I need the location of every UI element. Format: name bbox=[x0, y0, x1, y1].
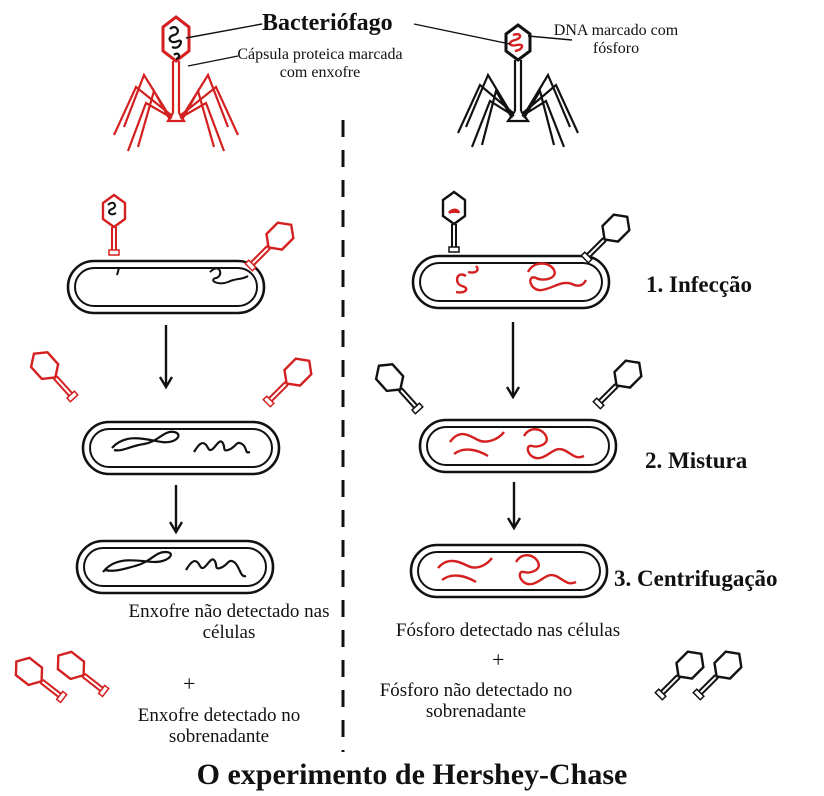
phage-protein-labeled-top bbox=[114, 17, 238, 151]
cell-infection-left bbox=[68, 261, 264, 313]
plus-right: + bbox=[492, 648, 504, 673]
phage-attached-right bbox=[443, 192, 465, 252]
diagram-title: O experimento de Hershey-Chase bbox=[0, 758, 824, 792]
step-infection-label: 1. Infecção bbox=[646, 272, 752, 298]
phage-label-pointer-left bbox=[186, 24, 262, 38]
cell-mixing-right bbox=[420, 420, 616, 472]
step-centrifugation-label: 3. Centrifugação bbox=[614, 566, 778, 592]
phage-free-left-2 bbox=[259, 353, 317, 411]
phage-free-left-1 bbox=[26, 346, 82, 405]
phage-free-right-1 bbox=[371, 358, 427, 417]
phage-label-pointer-right bbox=[414, 24, 510, 44]
plus-left: + bbox=[183, 672, 195, 697]
phage-attached-tilted-left bbox=[241, 217, 299, 275]
phage-label: Bacteriófago bbox=[262, 10, 393, 37]
phage-free-right-2 bbox=[589, 355, 647, 413]
result-right-cells: Fósforo detectado nas células bbox=[348, 620, 668, 641]
step-mixing-label: 2. Mistura bbox=[645, 448, 747, 474]
cell-infection-right bbox=[413, 256, 609, 308]
dna-label: DNA marcado com fósforo bbox=[536, 22, 696, 58]
result-left-cells: Enxofre não detectado nas células bbox=[106, 601, 352, 644]
result-left-supernatant: Enxofre detectado no sobrenadante bbox=[106, 705, 332, 748]
capsule-label: Cápsula proteica marcada com enxofre bbox=[230, 46, 410, 82]
result-right-supernatant: Fósforo não detectado no sobrenadante bbox=[352, 680, 600, 723]
phage-attached-tilted-right bbox=[577, 209, 635, 267]
cell-centrifugation-right bbox=[411, 545, 607, 597]
